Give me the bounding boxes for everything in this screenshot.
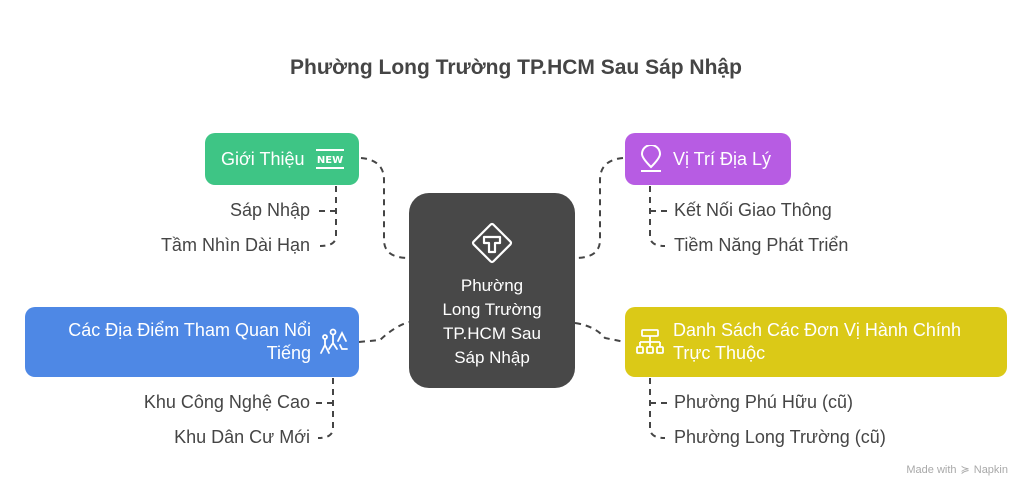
- center-line-3: TP.HCM Sau: [443, 323, 541, 343]
- node-label: Vị Trí Địa Lý: [673, 148, 772, 169]
- leaf-khu-dan-cu: Khu Dân Cư Mới: [174, 427, 310, 447]
- t-diamond-icon: [471, 222, 513, 263]
- node-label-line-1: Các Địa Điểm Tham Quan Nổi: [68, 320, 311, 340]
- node-vi-tri[interactable]: Vị Trí Địa Lý: [625, 133, 791, 185]
- node-label-line-2: Tiếng: [266, 343, 311, 363]
- hiking-people-icon: [320, 328, 348, 354]
- leaf-long-truong: Phường Long Trường (cũ): [674, 427, 886, 447]
- diagram-title: Phường Long Trường TP.HCM Sau Sáp Nhập: [290, 56, 742, 79]
- made-with-napkin[interactable]: Made with ≽ Napkin: [906, 463, 1008, 477]
- new-badge-icon: NEW: [315, 149, 344, 169]
- center-line-4: Sáp Nhập: [454, 347, 530, 367]
- svg-text:NEW: NEW: [316, 155, 342, 166]
- node-gioi-thieu[interactable]: Giới Thiệu NEW: [205, 133, 359, 185]
- leaf-ket-noi: Kết Nối Giao Thông: [674, 200, 832, 220]
- center-line-2: Long Trường: [442, 299, 542, 319]
- node-don-vi[interactable]: Danh Sách Các Đơn Vị Hành Chính Trực Thu…: [625, 307, 1007, 377]
- node-label-line-1: Danh Sách Các Đơn Vị Hành Chính: [673, 320, 961, 340]
- node-label: Giới Thiệu: [221, 148, 305, 169]
- napkin-logo-icon: ≽: [960, 464, 970, 476]
- leaf-khu-cong-nghe: Khu Công Nghệ Cao: [143, 392, 310, 412]
- leaf-tam-nhin: Tầm Nhìn Dài Hạn: [160, 235, 310, 255]
- leaf-sap-nhap: Sáp Nhập: [229, 200, 310, 220]
- center-node[interactable]: Phường Long Trường TP.HCM Sau Sáp Nhập: [409, 193, 575, 388]
- node-label-line-2: Trực Thuộc: [673, 343, 766, 363]
- made-with-text: Made with: [906, 463, 957, 476]
- node-dia-diem[interactable]: Các Địa Điểm Tham Quan Nổi Tiếng: [25, 307, 359, 377]
- leaf-phu-huu: Phường Phú Hữu (cũ): [674, 392, 853, 412]
- leaf-tiem-nang: Tiềm Năng Phát Triển: [674, 235, 849, 255]
- org-chart-icon: [636, 329, 664, 354]
- center-line-1: Phường: [460, 275, 524, 295]
- location-pin-icon: [640, 145, 662, 172]
- brand-name: Napkin: [973, 463, 1008, 476]
